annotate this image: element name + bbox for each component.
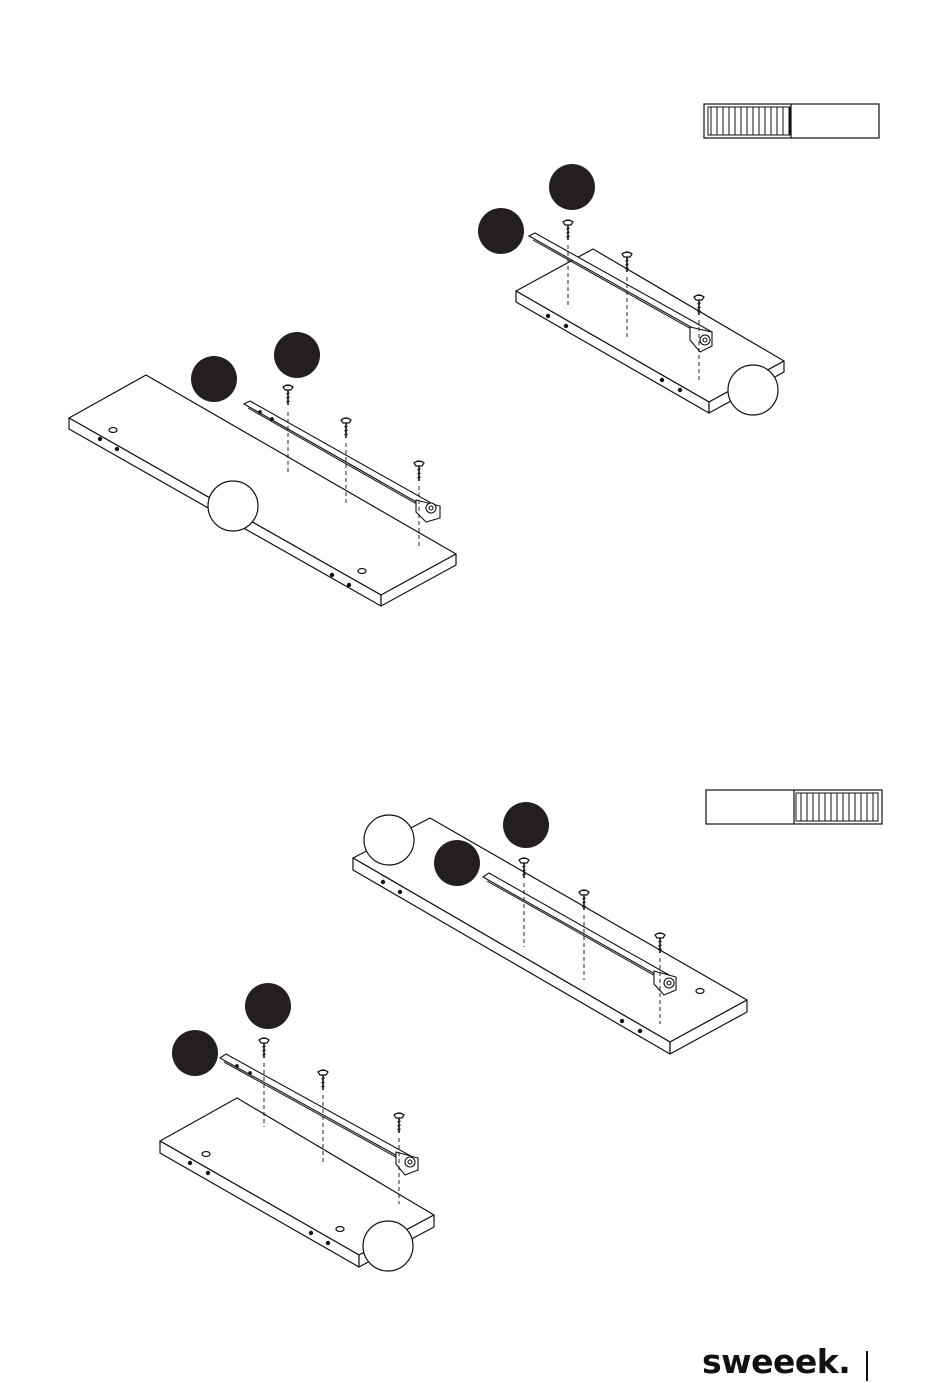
screw-icon (259, 1038, 269, 1058)
logo-divider (866, 1351, 868, 1381)
part-callout (274, 332, 320, 378)
part-callout (172, 1030, 218, 1076)
part-callout (245, 983, 291, 1029)
part-callout-empty (364, 815, 414, 865)
screw-icon (283, 385, 293, 405)
part-callout (191, 356, 237, 402)
part-callout (503, 802, 549, 848)
brand-logo: sweeek. (702, 1342, 850, 1382)
screw-icon (341, 418, 351, 438)
part-callout (434, 840, 480, 886)
part-callout (549, 164, 595, 210)
orientation-indicator-bottom (706, 790, 882, 824)
screw-icon (563, 220, 573, 240)
part-callout-empty (208, 481, 258, 531)
orientation-indicator-top (704, 104, 879, 138)
part-callout-empty (728, 365, 778, 415)
screw-icon (318, 1070, 328, 1090)
part-callout-empty (363, 1221, 413, 1271)
screw-icon (414, 461, 424, 481)
screw-icon (394, 1113, 404, 1133)
part-callout (478, 208, 524, 254)
shelf-panel-3 (353, 818, 747, 1054)
